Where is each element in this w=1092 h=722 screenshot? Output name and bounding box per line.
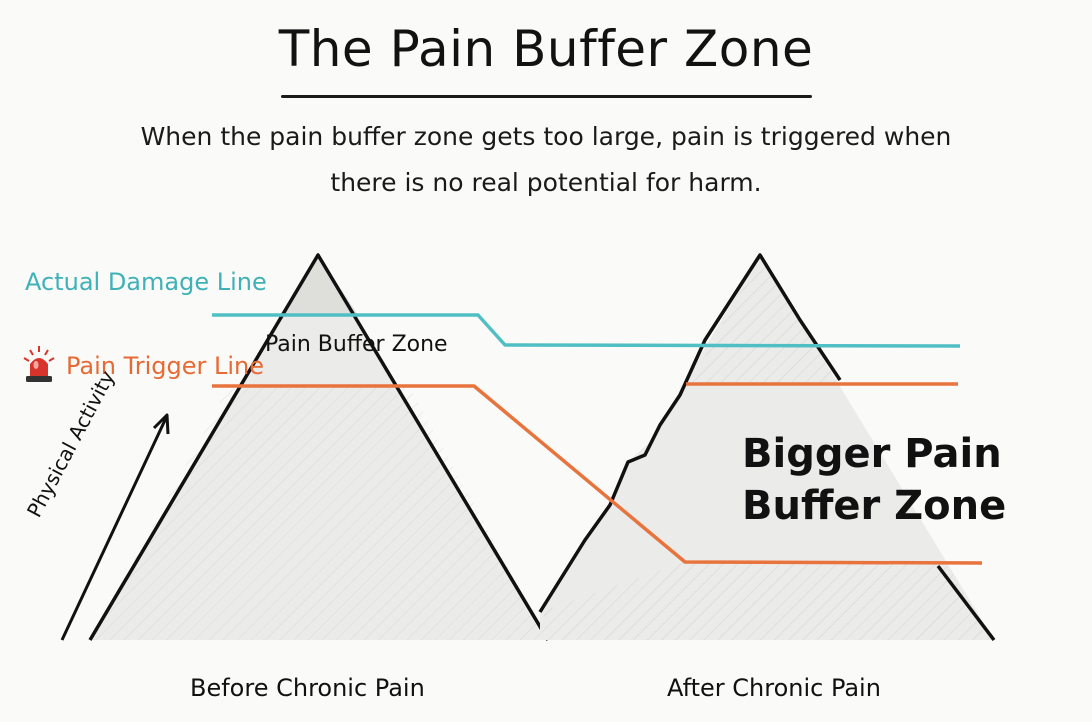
mountain-before [88, 253, 550, 641]
title-underline [281, 95, 812, 98]
bigger-buffer-zone-line-2: Buffer Zone [742, 483, 1007, 529]
actual-damage-line [212, 313, 961, 348]
pain-trigger-line [212, 384, 983, 565]
physical-activity-arrow [60, 413, 170, 641]
bigger-buffer-zone-label: Bigger Pain Buffer Zone [742, 428, 1006, 532]
subtitle-line-1: When the pain buffer zone gets too large… [140, 122, 952, 151]
after-chronic-pain-label: After Chronic Pain [667, 674, 881, 702]
page-title: The Pain Buffer Zone [278, 20, 814, 78]
siren-icon [23, 346, 55, 382]
pain-trigger-line-label: Pain Trigger Line [66, 352, 265, 380]
bigger-buffer-zone-line-1: Bigger Pain [742, 431, 1002, 477]
mountain-after [538, 253, 996, 642]
before-chronic-pain-label: Before Chronic Pain [190, 674, 425, 702]
subtitle-line-2: there is no real potential for harm. [330, 168, 762, 197]
actual-damage-line-label: Actual Damage Line [25, 268, 267, 296]
pain-buffer-zone-label: Pain Buffer Zone [265, 332, 448, 357]
subtitle: When the pain buffer zone gets too large… [96, 114, 996, 206]
